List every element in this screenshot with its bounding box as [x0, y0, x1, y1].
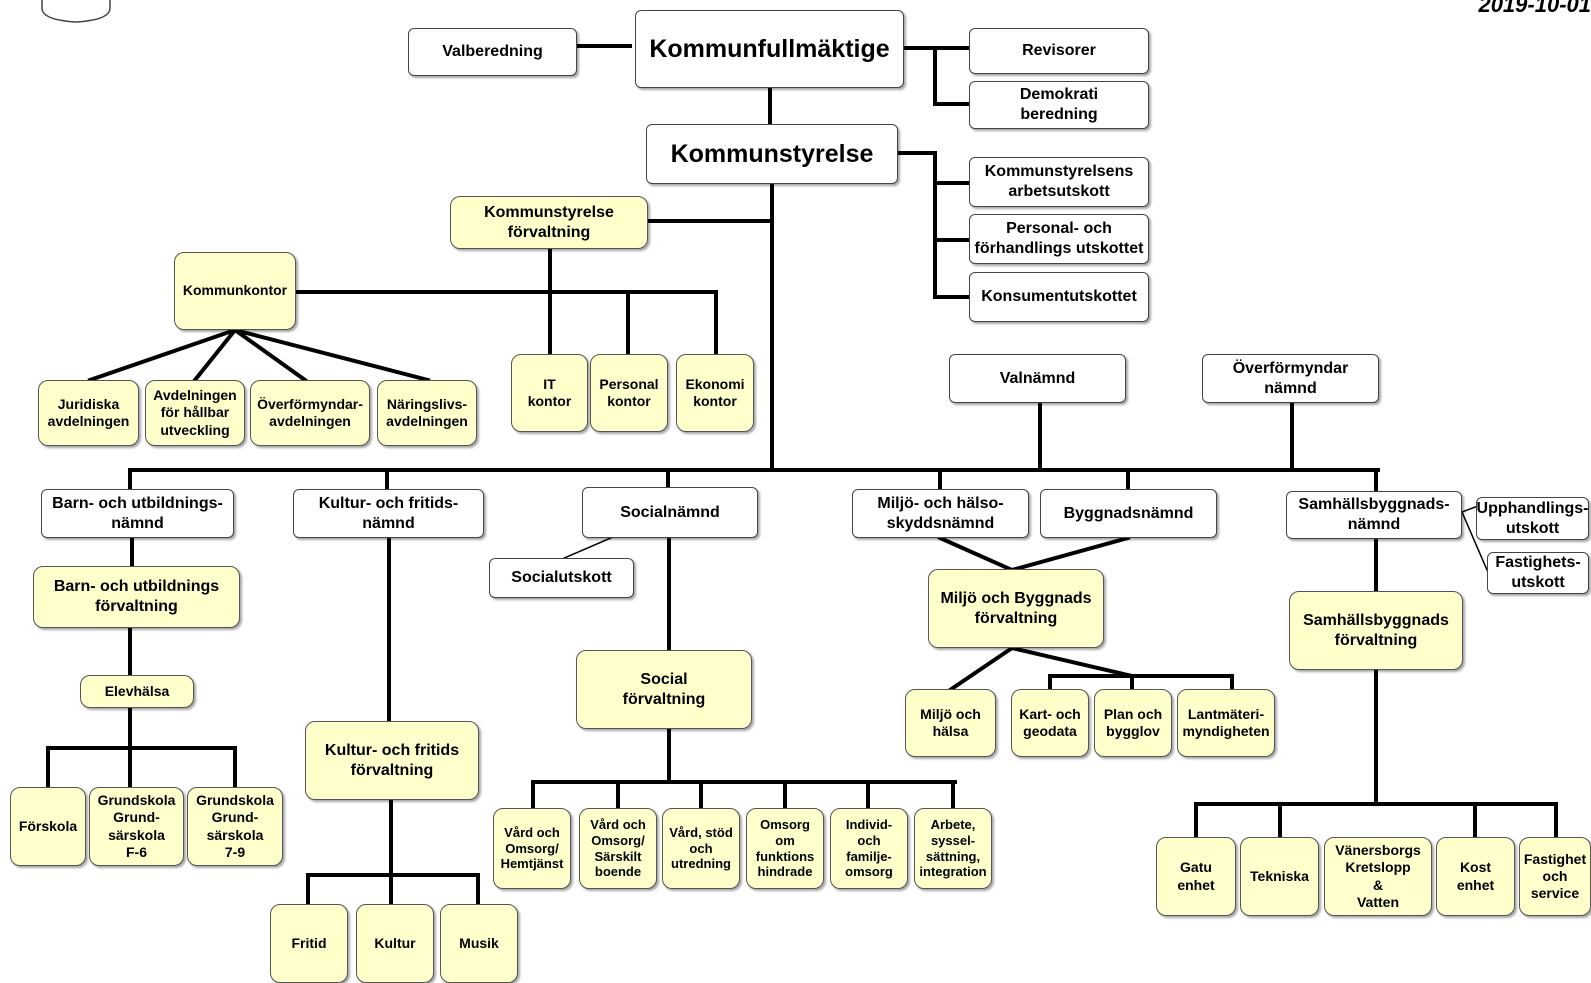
- node-kommunstyrelse: Kommunstyrelse: [646, 124, 898, 184]
- node-fastighet-service: Fastighet och service: [1519, 837, 1591, 916]
- node-naringsliv: Näringslivs- avdelningen: [377, 380, 477, 446]
- node-omsorg-funktion: Omsorg om funktions hindrade: [746, 808, 824, 889]
- node-ekonomi-kontor: Ekonomi kontor: [676, 354, 754, 432]
- node-social-forvaltning: Social förvaltning: [576, 650, 752, 729]
- node-vard-sarskilt: Vård och Omsorg/ Särskilt boende: [579, 808, 657, 889]
- node-vard-stod: Vård, stöd och utredning: [662, 808, 740, 889]
- node-ks-forvaltning: Kommunstyrelse förvaltning: [450, 196, 648, 249]
- node-socialutskott: Socialutskott: [489, 558, 634, 598]
- node-kommunkontor: Kommunkontor: [174, 252, 296, 330]
- node-bu-forvaltning: Barn- och utbildnings förvaltning: [33, 566, 240, 628]
- node-kf-forvaltning: Kultur- och fritids förvaltning: [305, 721, 479, 800]
- node-bun: Barn- och utbildnings- nämnd: [41, 489, 234, 538]
- node-forskola: Förskola: [10, 787, 86, 866]
- node-vard-hemtjanst: Vård och Omsorg/ Hemtjänst: [493, 808, 571, 889]
- node-kfn: Kultur- och fritids- nämnd: [293, 489, 484, 538]
- node-gatu: Gatu enhet: [1156, 837, 1236, 916]
- connector-lines: [46, 44, 1558, 907]
- node-overformyndar-avd: Överförmyndar- avdelningen: [250, 380, 370, 446]
- node-kommunfullmaktige: Kommunfullmäktige: [635, 10, 904, 88]
- node-it-kontor: IT kontor: [511, 354, 588, 432]
- municipal-crest-icon: [41, 0, 111, 23]
- node-personalutskott: Personal- och förhandlings utskottet: [969, 214, 1149, 264]
- node-lantmateri: Lantmäteri- myndigheten: [1177, 689, 1275, 757]
- node-miljo-halsa: Miljö och hälsa: [905, 689, 996, 757]
- node-individ-familj: Individ- och familje- omsorg: [830, 808, 908, 889]
- node-juridiska: Juridiska avdelningen: [38, 380, 139, 446]
- node-kart-geodata: Kart- och geodata: [1011, 689, 1089, 757]
- node-fritid: Fritid: [270, 904, 348, 983]
- node-byggnadsnamnd: Byggnadsnämnd: [1040, 489, 1217, 538]
- node-miljonamnd: Miljö- och hälso- skyddsnämnd: [852, 489, 1029, 538]
- node-plan-bygglov: Plan och bygglov: [1094, 689, 1172, 757]
- node-hallbar: Avdelningen för hållbar utveckling: [145, 380, 245, 446]
- node-upphandlingsutskott: Upphandlings- utskott: [1476, 497, 1589, 540]
- node-overformyndarnamnd: Överförmyndar nämnd: [1202, 354, 1379, 403]
- node-mb-forvaltning: Miljö och Byggnads förvaltning: [928, 569, 1104, 648]
- node-musik: Musik: [440, 904, 518, 983]
- node-kost: Kost enhet: [1436, 837, 1515, 916]
- date-label: 2019-10-01: [1478, 0, 1591, 17]
- node-tekniska: Tekniska: [1240, 837, 1319, 916]
- node-elevhalsa: Elevhälsa: [80, 675, 194, 708]
- node-kretslopp: Vänersborgs Kretslopp & Vatten: [1324, 837, 1432, 916]
- node-revisorer: Revisorer: [969, 28, 1149, 74]
- node-fastighetsutskott: Fastighets- utskott: [1487, 552, 1589, 594]
- node-personal-kontor: Personal kontor: [590, 354, 668, 432]
- node-ks-arbetsutskott: Kommunstyrelsens arbetsutskott: [969, 157, 1149, 207]
- node-socialnamnd: Socialnämnd: [582, 487, 758, 538]
- node-arbete: Arbete, syssel- sättning, integration: [914, 808, 992, 889]
- node-shb-forvaltning: Samhällsbyggnads förvaltning: [1289, 591, 1463, 670]
- node-grundskola-79: Grundskola Grund- särskola 7-9: [187, 787, 283, 866]
- node-shbn: Samhällsbyggnads- nämnd: [1286, 491, 1462, 539]
- node-kultur: Kultur: [356, 904, 434, 983]
- node-valberedning: Valberedning: [408, 28, 577, 76]
- node-valnamnd: Valnämnd: [949, 354, 1126, 403]
- node-demokratiberedning: Demokrati beredning: [969, 81, 1149, 129]
- node-grundskola-f6: Grundskola Grund- särskola F-6: [89, 787, 184, 866]
- node-konsumentutskott: Konsumentutskottet: [969, 272, 1149, 322]
